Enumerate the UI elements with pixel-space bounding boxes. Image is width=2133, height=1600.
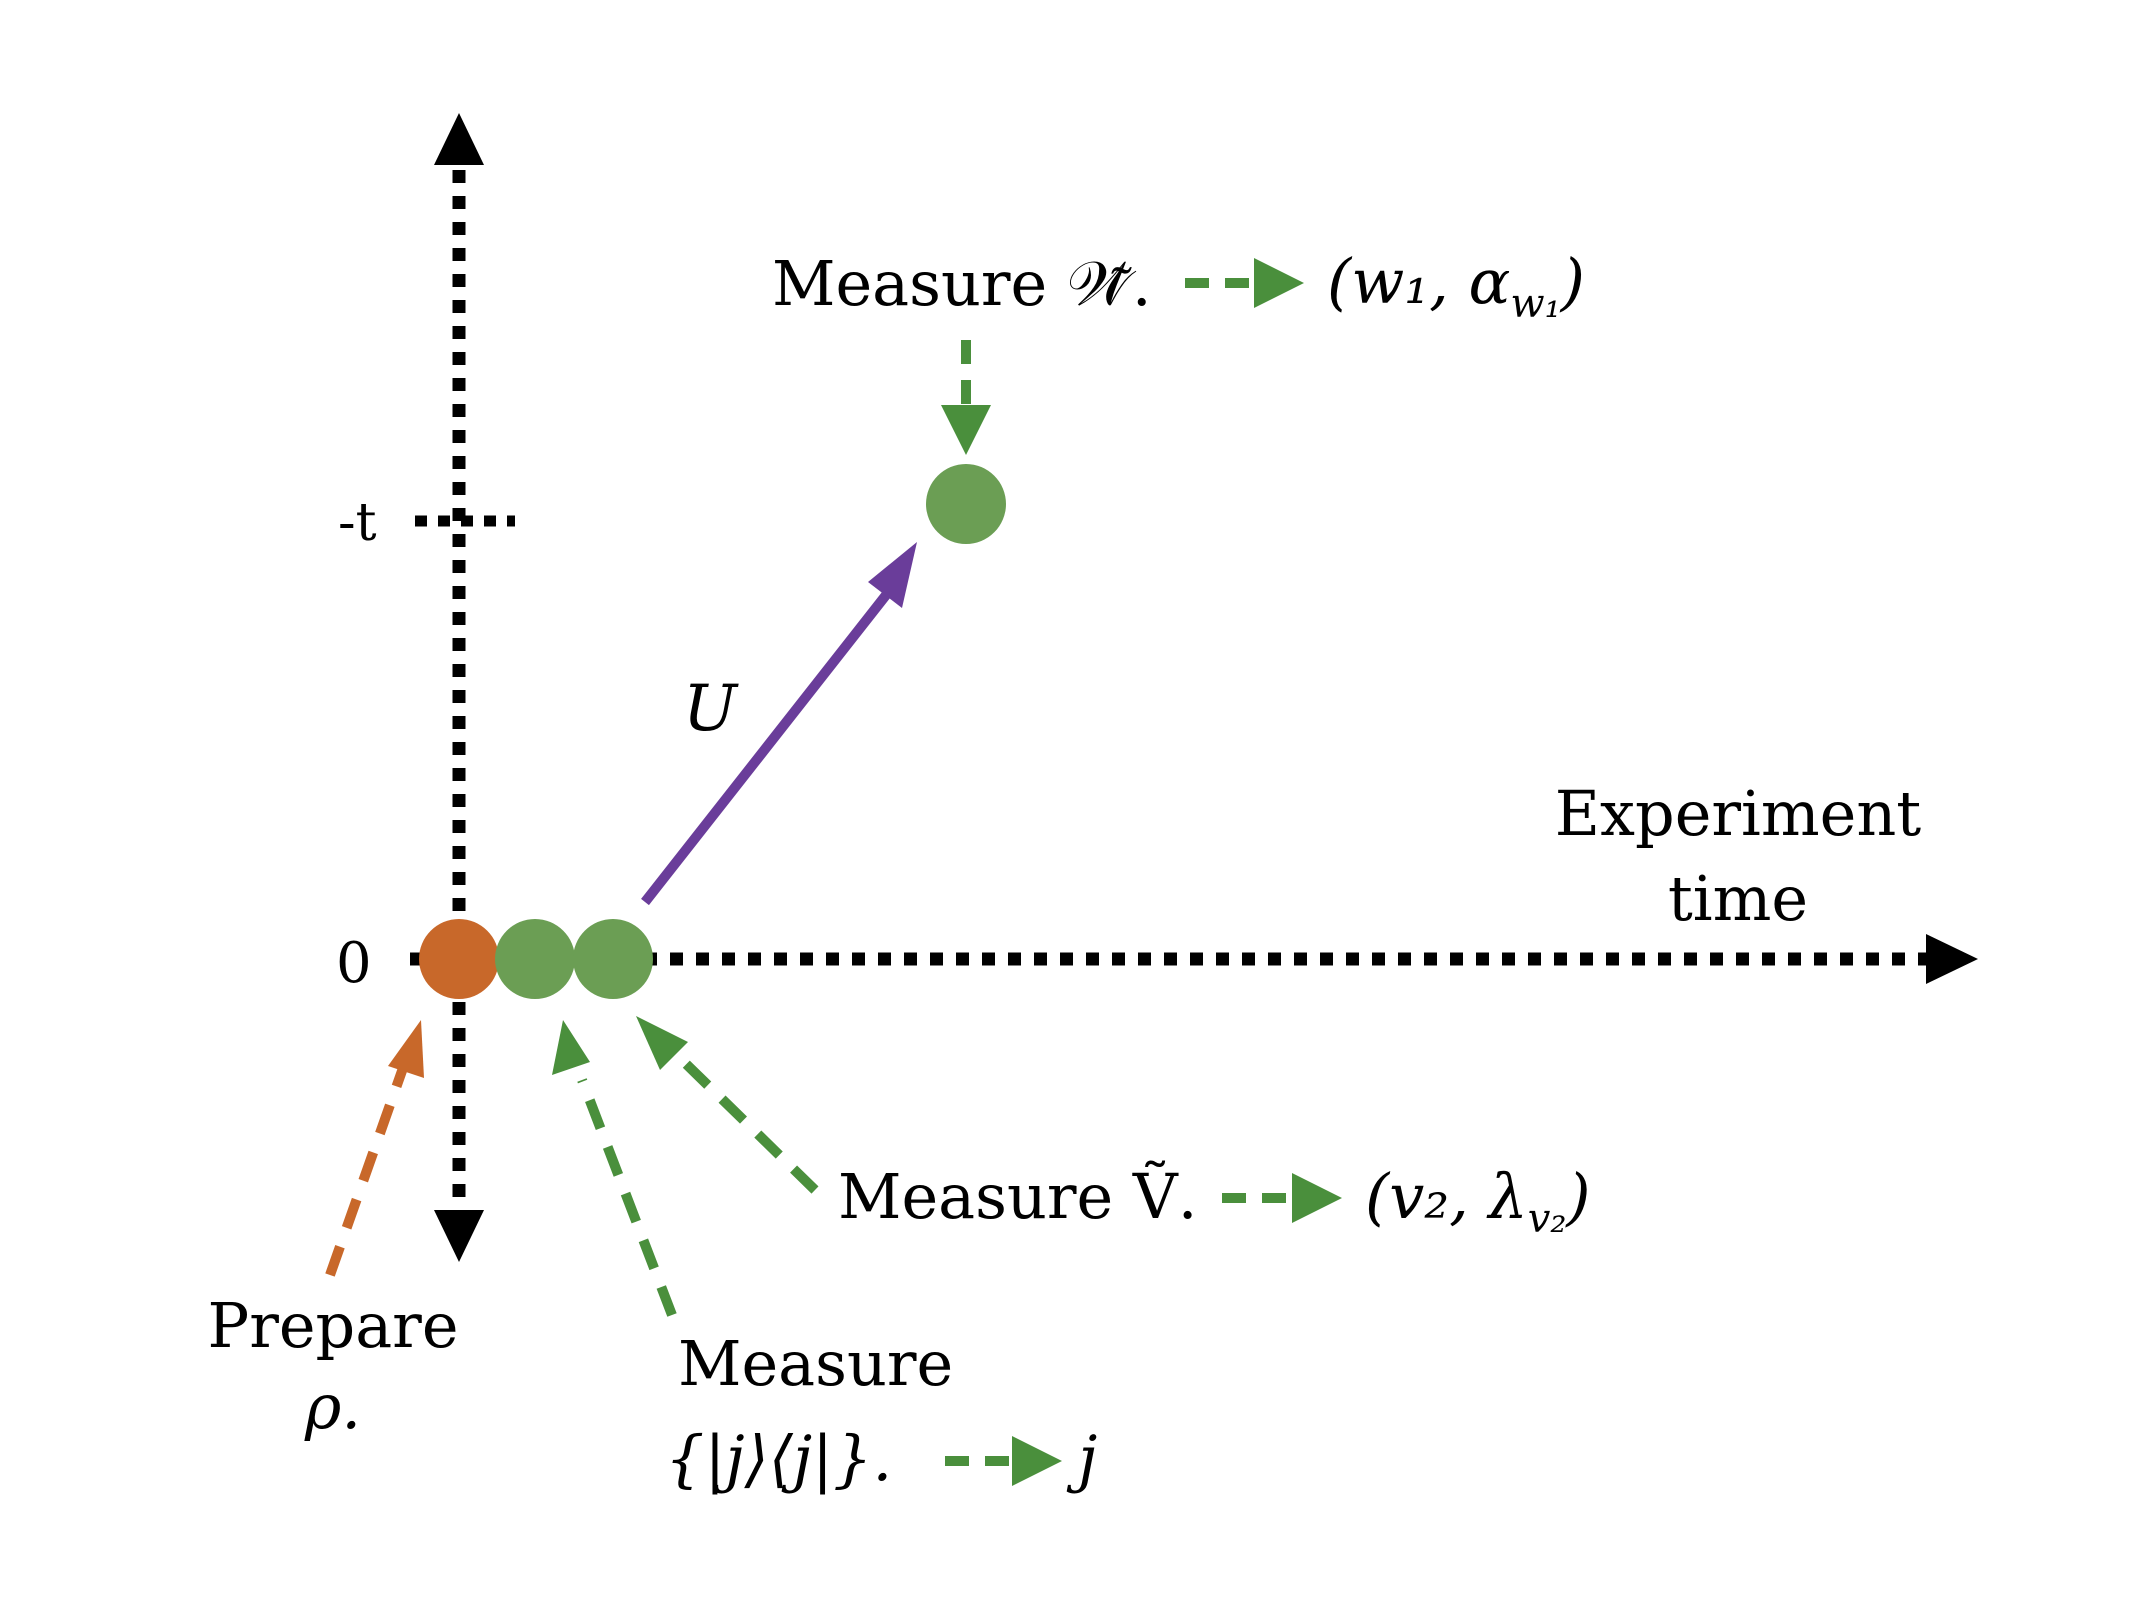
tick-label-minus-t: -t xyxy=(338,493,377,553)
measure-j-label-line1: Measure xyxy=(678,1327,953,1400)
vertical-axis-down-arrowhead-icon xyxy=(434,1210,484,1262)
experiment-time-label-line2: time xyxy=(1668,862,1808,935)
measure-v-node-icon xyxy=(573,919,653,999)
measure-v-result-arrowhead-icon xyxy=(1292,1173,1342,1223)
measure-v-result: (v₂, λv₂) xyxy=(1365,1160,1591,1242)
prepare-label-line1: Prepare xyxy=(207,1289,458,1362)
measure-j-arrow xyxy=(577,1078,677,1317)
measure-w-result-main: (w₁, α xyxy=(1327,245,1510,318)
prepare-arrowhead-icon xyxy=(388,1020,424,1078)
measure-w-arrowhead-icon xyxy=(941,405,991,455)
measure-w-result: (w₁, αw₁) xyxy=(1327,245,1585,327)
measure-v-label: Measure Ṽ. xyxy=(838,1160,1197,1233)
unitary-evolution-arrow xyxy=(641,586,894,906)
measure-j-node-icon xyxy=(495,919,575,999)
measure-w-result-subscript: w₁ xyxy=(1510,281,1560,327)
prepare-arrow xyxy=(325,1066,408,1277)
measure-j-arrowhead-icon xyxy=(552,1020,590,1075)
measure-j-label-line2: {|j⟩⟨j|}. xyxy=(665,1422,892,1495)
unitary-arrowhead-icon xyxy=(868,542,917,608)
prepare-node-icon xyxy=(419,919,499,999)
prepare-label-line2: ρ. xyxy=(304,1370,361,1443)
measure-w-result-arrowhead-icon xyxy=(1254,258,1304,308)
measure-v-result-main: (v₂, λ xyxy=(1365,1160,1528,1233)
measure-j-result: j xyxy=(1066,1422,1097,1495)
unitary-label: U xyxy=(683,672,739,746)
measure-v-arrowhead-icon xyxy=(636,1016,688,1070)
measure-j-result-arrowhead-icon xyxy=(1012,1436,1062,1486)
measure-w-result-close: ) xyxy=(1559,245,1585,318)
vertical-axis-up-arrowhead-icon xyxy=(434,113,484,165)
measure-v-arrow xyxy=(676,1054,819,1194)
horizontal-axis-arrowhead-icon xyxy=(1926,934,1978,984)
tick-label-zero: 0 xyxy=(336,931,372,996)
measure-v-result-close: ) xyxy=(1564,1160,1590,1233)
measure-w-node-icon xyxy=(926,464,1006,544)
measure-w-label: Measure 𝒲̃. xyxy=(772,247,1152,320)
experiment-time-label-line1: Experiment xyxy=(1555,777,1921,850)
measure-v-result-subscript: v₂ xyxy=(1528,1196,1567,1242)
